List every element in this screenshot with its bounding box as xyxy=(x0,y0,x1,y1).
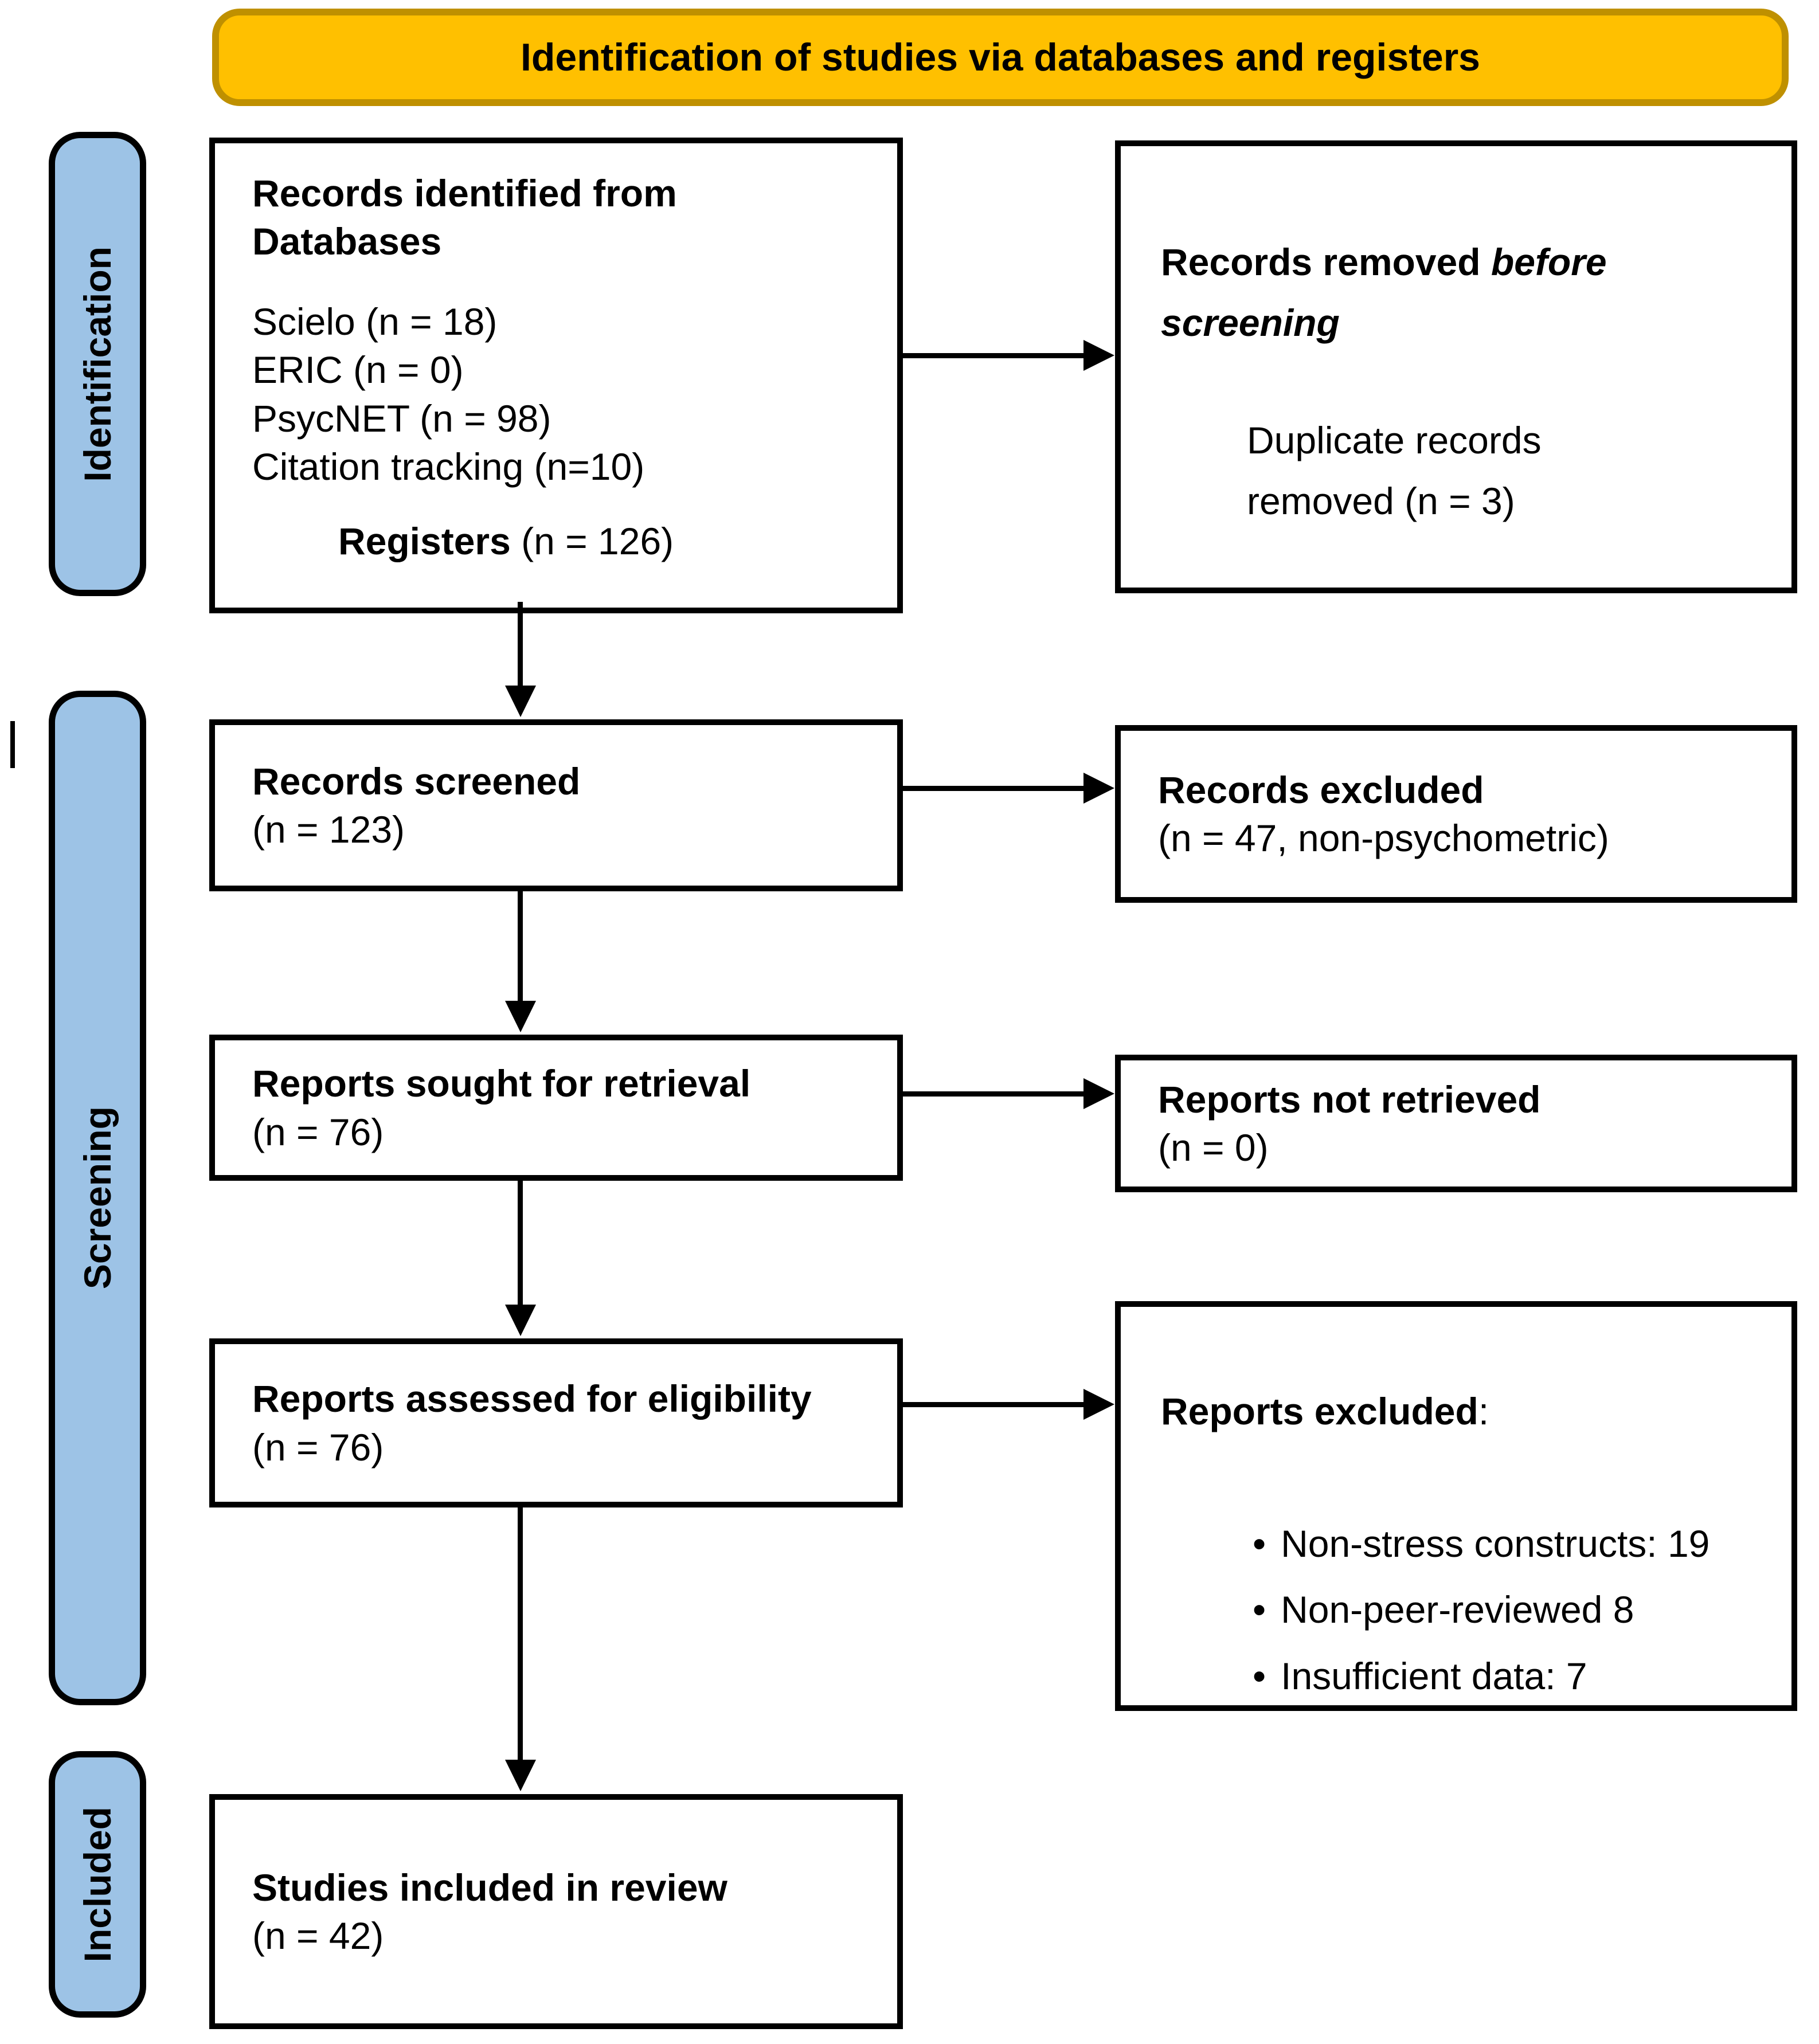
box-reports-excluded: Reports excluded: Non-stress constructs:… xyxy=(1115,1301,1797,1711)
reports-assessed-heading: Reports assessed for eligibility xyxy=(252,1377,812,1420)
records-removed-heading: Records removed before screening xyxy=(1161,241,1607,344)
database-line: PsycNET (n = 98) xyxy=(252,397,551,440)
database-line: Citation tracking (n=10) xyxy=(252,445,645,488)
exclusion-reasons-list: Non-stress constructs: 19 Non-peer-revie… xyxy=(1253,1511,1763,1710)
box-reports-assessed: Reports assessed for eligibility (n = 76… xyxy=(209,1338,903,1507)
reports-excluded-heading: Reports excluded: xyxy=(1161,1390,1489,1432)
reports-sought-value: (n = 76) xyxy=(252,1110,384,1153)
box-reports-sought: Reports sought for retrieval (n = 76) xyxy=(209,1035,903,1181)
database-line: ERIC (n = 0) xyxy=(252,349,464,391)
records-excluded-heading: Records excluded xyxy=(1158,768,1484,811)
sidebar-screening: Screening xyxy=(49,691,146,1705)
sidebar-included-label: Included xyxy=(76,1806,119,1963)
box-studies-included: Studies included in review (n = 42) xyxy=(209,1794,903,2029)
database-line: Scielo (n = 18) xyxy=(252,300,498,343)
box-records-screened: Records screened (n = 123) xyxy=(209,719,903,891)
studies-included-heading: Studies included in review xyxy=(252,1866,727,1909)
exclusion-reason: Non-peer-reviewed 8 xyxy=(1253,1577,1763,1643)
banner: Identification of studies via databases … xyxy=(212,9,1789,106)
box-reports-not-retrieved: Reports not retrieved (n = 0) xyxy=(1115,1055,1797,1192)
duplicates-removed-text: Duplicate records removed (n = 3) xyxy=(1247,419,1542,522)
reports-sought-heading: Reports sought for retrieval xyxy=(252,1062,751,1105)
box-records-removed: Records removed before screening Duplica… xyxy=(1115,140,1797,593)
sidebar-screening-label: Screening xyxy=(76,1106,119,1290)
studies-included-value: (n = 42) xyxy=(252,1914,384,1957)
exclusion-reason: Insufficient data: 7 xyxy=(1253,1643,1763,1710)
box-records-excluded: Records excluded (n = 47, non-psychometr… xyxy=(1115,725,1797,903)
reports-assessed-value: (n = 76) xyxy=(252,1426,384,1469)
registers-label: Registers xyxy=(338,519,511,562)
sidebar-identification-label: Identification xyxy=(76,246,119,482)
records-screened-value: (n = 123) xyxy=(252,808,405,851)
registers-value: (n = 126) xyxy=(521,519,674,562)
records-screened-heading: Records screened xyxy=(252,759,581,802)
registers-line: Registers (n = 126) xyxy=(338,517,863,565)
reports-not-retrieved-heading: Reports not retrieved xyxy=(1158,1078,1541,1121)
sidebar-included: Included xyxy=(49,1751,146,2018)
records-identified-heading: Records identified from Databases xyxy=(252,172,677,263)
sidebar-identification: Identification xyxy=(49,132,146,596)
reports-not-retrieved-value: (n = 0) xyxy=(1158,1126,1269,1169)
records-excluded-value: (n = 47, non-psychometric) xyxy=(1158,817,1609,859)
stray-mark xyxy=(10,721,15,768)
banner-title: Identification of studies via databases … xyxy=(520,36,1481,79)
box-records-identified: Records identified from Databases Scielo… xyxy=(209,138,903,613)
exclusion-reason: Non-stress constructs: 19 xyxy=(1253,1511,1763,1577)
